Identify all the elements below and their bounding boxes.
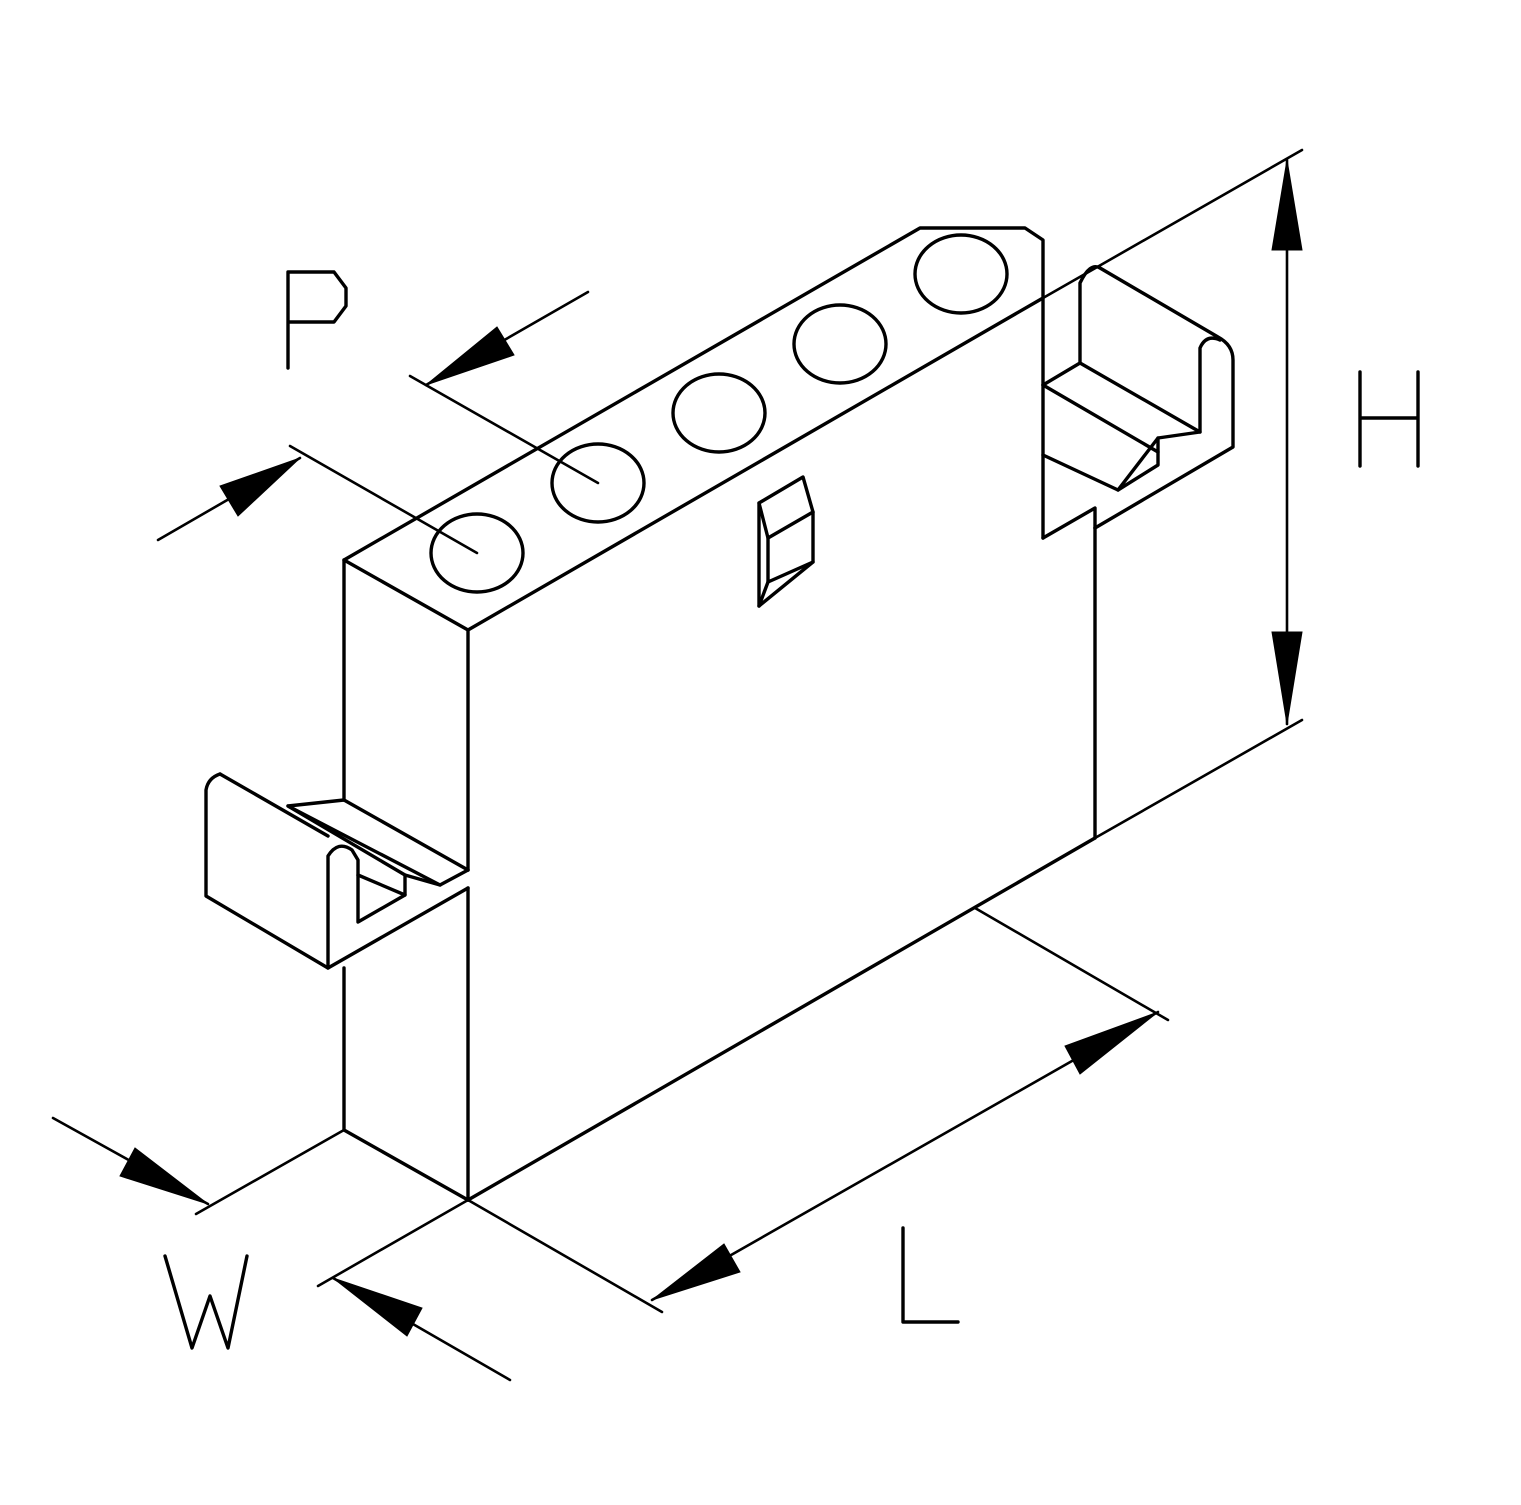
dimension-height: H <box>1041 148 1420 840</box>
cavity-4 <box>792 303 888 385</box>
height-label-glyph <box>1358 370 1420 468</box>
dimension-length: L <box>466 906 1170 1324</box>
pitch-label-glyph <box>286 270 348 370</box>
height-label: H <box>1380 412 1387 423</box>
cavities <box>429 233 1009 594</box>
width-label: W <box>190 1292 200 1303</box>
housing-bottom-edge <box>466 836 1097 1202</box>
cavity-5 <box>913 233 1009 315</box>
cavity-1 <box>429 512 525 594</box>
width-label-glyph <box>163 1254 249 1350</box>
left-mounting-ear <box>204 772 470 970</box>
housing-left-edge-lower <box>342 966 470 1202</box>
right-mounting-ear <box>1041 264 1235 540</box>
locking-ramp <box>757 475 815 608</box>
dimension-width: W <box>51 1116 512 1382</box>
cavity-3 <box>671 372 767 454</box>
dimension-pitch: P <box>156 270 600 555</box>
cavity-2 <box>550 442 646 524</box>
length-label-glyph <box>901 1226 960 1324</box>
length-label: L <box>915 1292 921 1303</box>
pitch-label: P <box>300 312 307 323</box>
housing-top-face <box>342 226 1045 632</box>
